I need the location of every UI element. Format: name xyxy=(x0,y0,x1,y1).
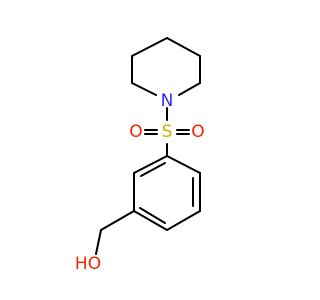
bond xyxy=(133,210,168,231)
hydroxyl-label: HO xyxy=(75,254,101,274)
bond xyxy=(178,82,201,96)
nitrogen-atom-label: N xyxy=(161,91,174,111)
bond xyxy=(133,155,168,174)
bond xyxy=(166,155,201,174)
sulfur-atom-label: S xyxy=(162,122,173,142)
bond xyxy=(131,82,157,96)
piperidine-ring xyxy=(131,37,201,96)
bond xyxy=(140,162,166,177)
benzene-ring xyxy=(133,155,201,231)
sulfonyl-double-bonds xyxy=(144,129,190,135)
bond xyxy=(139,207,166,224)
bond xyxy=(166,210,201,231)
bond xyxy=(95,229,102,255)
molecule-structure: N S O O HO xyxy=(75,37,205,274)
bond xyxy=(131,37,168,57)
oxygen-atom-label: O xyxy=(191,122,204,142)
oxygen-atom-label: O xyxy=(129,122,142,142)
bond xyxy=(166,37,201,57)
bond xyxy=(100,210,135,231)
